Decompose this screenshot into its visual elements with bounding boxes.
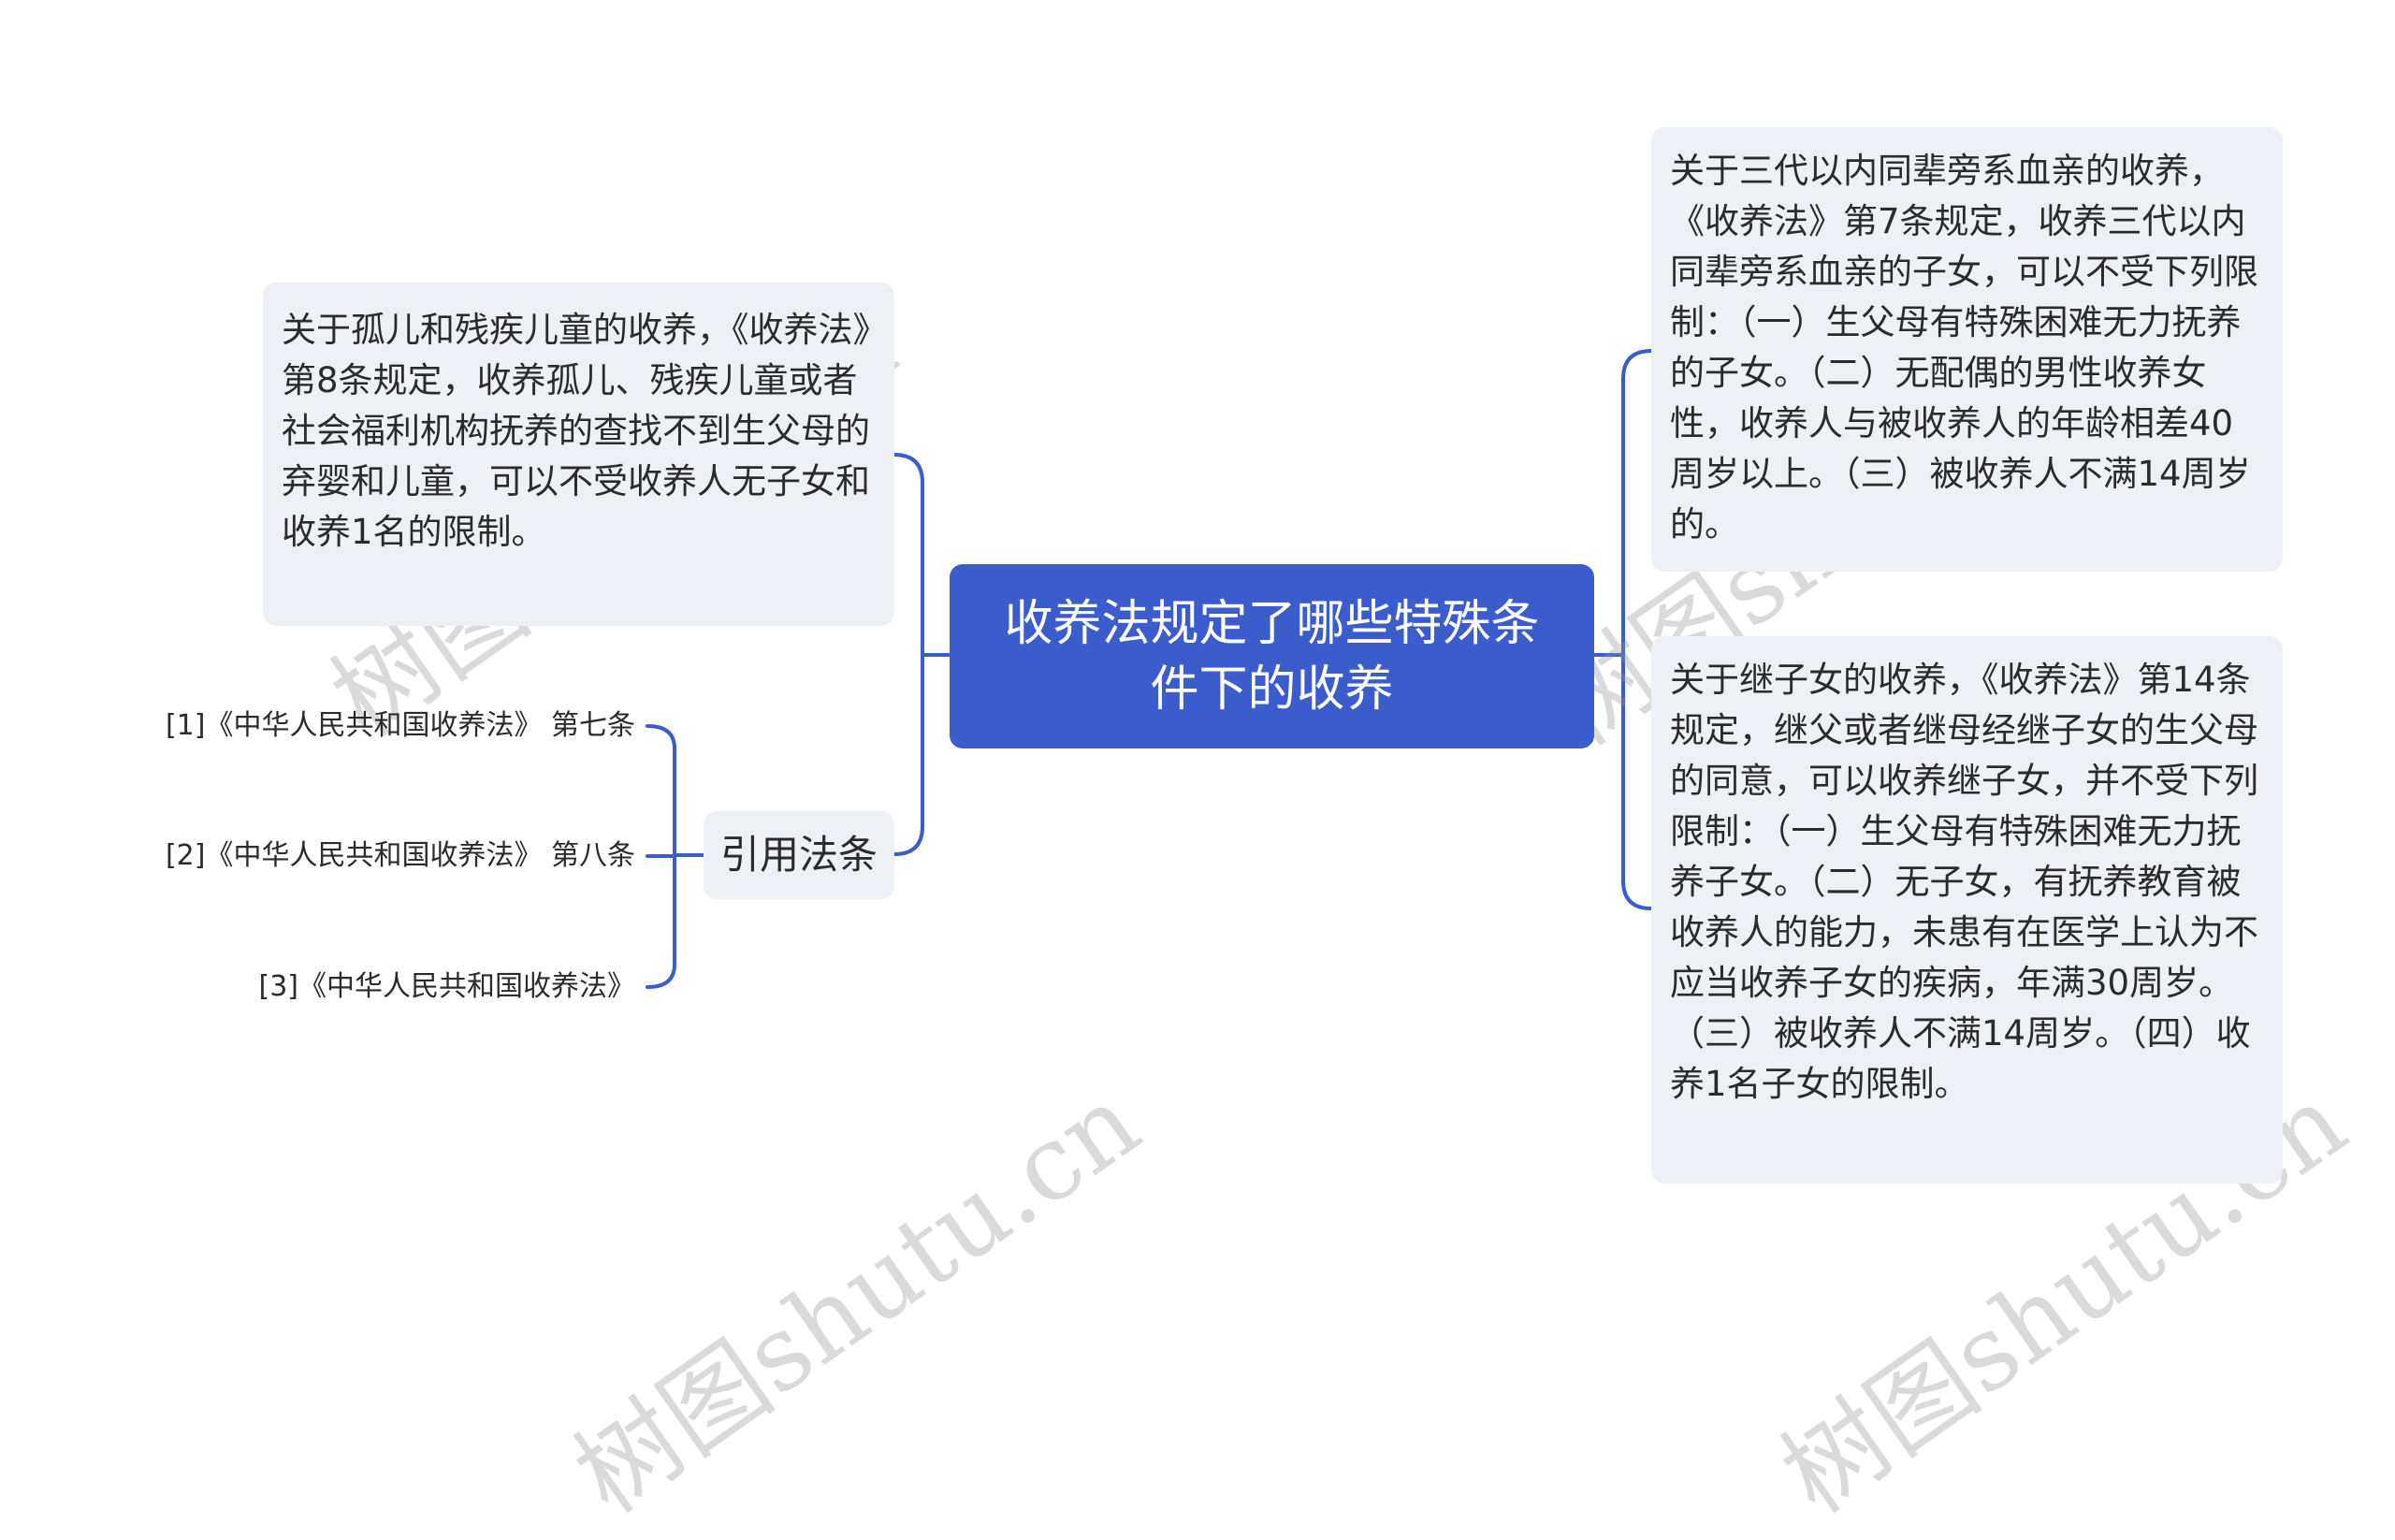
root-node[interactable]: 收养法规定了哪些特殊条件下的收养: [950, 564, 1594, 748]
connector-lines: [646, 349, 1653, 989]
node-cited-laws[interactable]: 引用法条: [704, 811, 894, 899]
node-orphans-adoption[interactable]: 关于孤儿和残疾儿童的收养，《收养法》第8条规定，收养孤儿、残疾儿童或者社会福利机…: [263, 283, 894, 626]
node-stepchildren-adoption[interactable]: 关于继子女的收养，《收养法》第14条规定，继父或者继母经继子女的生父母的同意，可…: [1651, 636, 2283, 1184]
node-text: 关于继子女的收养，《收养法》第14条规定，继父或者继母经继子女的生父母的同意，可…: [1670, 660, 2258, 1104]
ref-item-3[interactable]: [3]《中华人民共和国收养法》: [258, 970, 636, 1003]
node-text: 引用法条: [719, 832, 878, 878]
node-collateral-adoption[interactable]: 关于三代以内同辈旁系血亲的收养，《收养法》第7条规定，收养三代以内同辈旁系血亲的…: [1651, 127, 2283, 572]
node-text: 关于孤儿和残疾儿童的收养，《收养法》第8条规定，收养孤儿、残疾儿童或者社会福利机…: [282, 310, 870, 552]
ref-item-1[interactable]: [1]《中华人民共和国收养法》 第七条: [165, 709, 635, 742]
node-text: 关于三代以内同辈旁系血亲的收养，《收养法》第7条规定，收养三代以内同辈旁系血亲的…: [1670, 151, 2258, 545]
ref-item-2[interactable]: [2]《中华人民共和国收养法》 第八条: [165, 839, 635, 872]
root-title: 收养法规定了哪些特殊条件下的收养: [1004, 595, 1540, 718]
